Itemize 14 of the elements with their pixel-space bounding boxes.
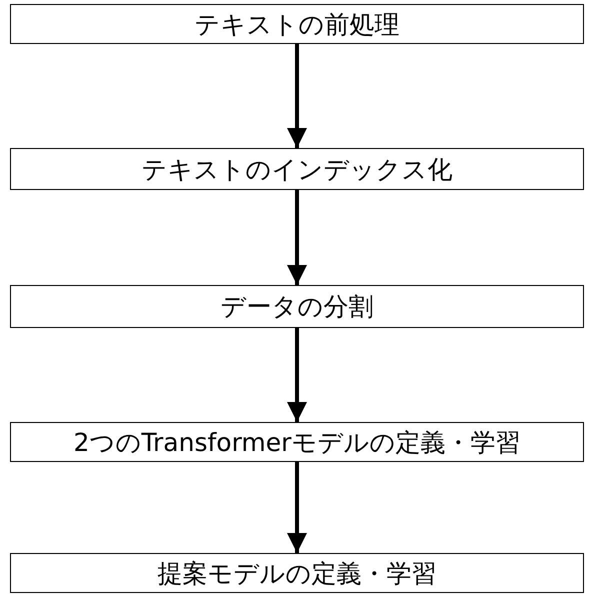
arrow <box>287 328 307 422</box>
process-box <box>10 285 584 328</box>
process-box <box>10 148 584 190</box>
process-box <box>10 553 584 593</box>
arrow <box>287 190 307 285</box>
step-label: 提案モデルの定義・学習 <box>158 558 436 590</box>
process-box <box>10 4 584 44</box>
step-label: 2つのTransformerモデルの定義・学習 <box>74 426 520 458</box>
arrow <box>287 462 307 553</box>
step-label: テキストの前処理 <box>194 8 400 40</box>
arrow <box>287 44 307 148</box>
step-label: テキストのインデックス化 <box>142 154 452 186</box>
process-box <box>10 422 584 462</box>
step-label: データの分割 <box>220 291 374 323</box>
